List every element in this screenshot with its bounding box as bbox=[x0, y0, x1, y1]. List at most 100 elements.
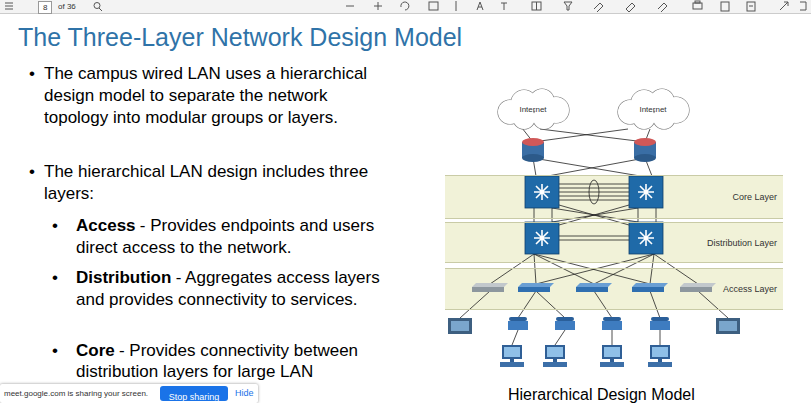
multilayer-switch-icon-part-part bbox=[534, 230, 550, 246]
network-links-part bbox=[559, 236, 629, 240]
pc-icon-part bbox=[547, 347, 563, 357]
bullet-text: The hierarchical LAN design includes thr… bbox=[44, 162, 368, 203]
viewer-toolbar-part-part bbox=[346, 6, 354, 7]
pc-icon-part bbox=[652, 347, 668, 357]
layer-band-fill bbox=[445, 175, 783, 310]
bullet-mark: • bbox=[52, 341, 58, 360]
sub-bullet-text: Core- Provides connectivity between dist… bbox=[76, 340, 388, 382]
internet-cloud: Internet bbox=[490, 88, 576, 130]
access-switch-icon-part bbox=[680, 287, 712, 292]
layer-band-fill-part bbox=[445, 222, 783, 263]
multilayer-switch-icon-part bbox=[629, 176, 663, 208]
pc-icon-part bbox=[510, 359, 514, 362]
layer-label: Distribution Layer bbox=[707, 238, 777, 248]
viewer-toolbar-part bbox=[0, 13, 811, 14]
network-links bbox=[460, 128, 728, 345]
access-switch-icon-part bbox=[576, 287, 608, 292]
bullet-mark: • bbox=[29, 63, 35, 85]
cloud-label: Internet bbox=[639, 105, 666, 114]
network-links-part bbox=[490, 254, 650, 284]
router-icon bbox=[522, 138, 656, 162]
bullet-text: The campus wired LAN uses a hierarchical… bbox=[44, 63, 389, 129]
cloud-label: Internet bbox=[519, 105, 546, 114]
router-icon-part bbox=[522, 154, 544, 162]
viewer-toolbar-part-part bbox=[594, 3, 603, 12]
router-icon-part bbox=[634, 138, 656, 146]
access-switch-icon-part bbox=[632, 283, 668, 287]
viewer-toolbar-part-part bbox=[747, 2, 755, 11]
bullet-text: The campus wired LAN uses a hierarchical… bbox=[44, 64, 367, 127]
viewer-toolbar-part-part bbox=[780, 2, 788, 10]
ip-phone-icon-part bbox=[556, 317, 574, 321]
multilayer-switch-icon-part bbox=[534, 184, 654, 246]
button-label: Stop sharing bbox=[169, 392, 220, 402]
figure-caption: Hierarchical Design Model bbox=[508, 386, 695, 403]
bullet-mark: • bbox=[29, 161, 35, 183]
pc-icon-part bbox=[545, 345, 565, 359]
flat-monitor-icon-part bbox=[448, 318, 472, 334]
pc-icon-part bbox=[610, 359, 614, 362]
bullet-mark: • bbox=[52, 216, 58, 235]
viewer-toolbar-part-part bbox=[99, 8, 102, 11]
ip-phone-icon-part bbox=[651, 317, 669, 321]
page-count: of 36 bbox=[58, 2, 76, 11]
slide-title: The Three-Layer Network Design Model bbox=[18, 22, 462, 52]
viewer-toolbar-part-part bbox=[564, 2, 572, 10]
flat-monitor-icon-part bbox=[716, 318, 740, 334]
access-switch-icon-part bbox=[518, 287, 550, 292]
layer-term: Core bbox=[76, 341, 115, 360]
network-links-part bbox=[533, 158, 652, 176]
layer-term: Access bbox=[76, 216, 136, 235]
ip-phone-icon-part bbox=[509, 317, 527, 321]
multilayer-switch-icon-part bbox=[525, 222, 559, 254]
page-number: 8 bbox=[38, 1, 52, 14]
pc-icon-part bbox=[553, 359, 557, 362]
layer-label: Core Layer bbox=[732, 192, 777, 202]
access-switch-icon-part bbox=[576, 283, 612, 287]
viewer-toolbar-part bbox=[5, 1, 806, 12]
stop-sharing-button: Stop sharing bbox=[160, 386, 228, 401]
viewer-toolbar-part-part bbox=[536, 2, 537, 10]
viewer-toolbar-part-part bbox=[695, 1, 700, 3]
viewer-toolbar-part-part bbox=[658, 3, 667, 12]
bullet-mark: • bbox=[52, 267, 58, 289]
sub-bullet-text: Access- Provides endpoints and users dir… bbox=[76, 215, 388, 259]
viewer-toolbar-part-part bbox=[5, 9, 13, 10]
router-icon-part bbox=[522, 138, 544, 146]
flat-monitor-icon-part bbox=[451, 321, 469, 331]
layer-band: Distribution Layer bbox=[445, 222, 783, 263]
viewer-toolbar-part-part bbox=[378, 2, 379, 10]
viewer-toolbar-part-part bbox=[5, 3, 13, 4]
layer-term: Distribution bbox=[76, 268, 171, 287]
viewer-toolbar-part-part bbox=[401, 2, 409, 10]
bullet-mark: • bbox=[52, 215, 58, 237]
viewer-toolbar-part-part bbox=[721, 2, 729, 11]
viewer-toolbar-part-part bbox=[800, 2, 806, 10]
router-icon-part bbox=[634, 154, 656, 162]
page-count: of 36 bbox=[58, 1, 76, 12]
viewer-toolbar-part-part bbox=[501, 3, 507, 10]
layer-band: Core Layer bbox=[445, 175, 783, 219]
layer-band: Access Layer bbox=[445, 268, 783, 310]
layer-description: - Provides connectivity between distribu… bbox=[76, 341, 358, 381]
viewer-toolbar bbox=[0, 0, 811, 14]
pc-icon-part bbox=[502, 345, 522, 359]
multilayer-switch-icon-part-part bbox=[534, 184, 550, 200]
bullet-mark: • bbox=[29, 162, 35, 181]
viewer-toolbar-part-part bbox=[5, 6, 13, 7]
network-links-part bbox=[559, 184, 629, 200]
bullet-text: The hierarchical LAN design includes thr… bbox=[44, 161, 389, 205]
ip-phone-icon-part bbox=[602, 321, 622, 330]
viewer-toolbar-part-part bbox=[477, 2, 483, 10]
access-switch-icon-part bbox=[518, 283, 554, 287]
multilayer-switch-icon-part bbox=[525, 176, 559, 208]
sub-bullet-text: Distribution- Aggregates access layers a… bbox=[76, 267, 388, 311]
access-switch-icon-part bbox=[472, 283, 508, 287]
share-notice-bar: meet.google.com is sharing your screen.S… bbox=[0, 384, 258, 403]
pc-icon-part bbox=[602, 345, 622, 359]
pc-icon bbox=[500, 345, 672, 367]
viewer-toolbar-part-part bbox=[693, 3, 702, 9]
network-links-part bbox=[512, 330, 660, 345]
access-switch-icon-part bbox=[632, 287, 664, 292]
